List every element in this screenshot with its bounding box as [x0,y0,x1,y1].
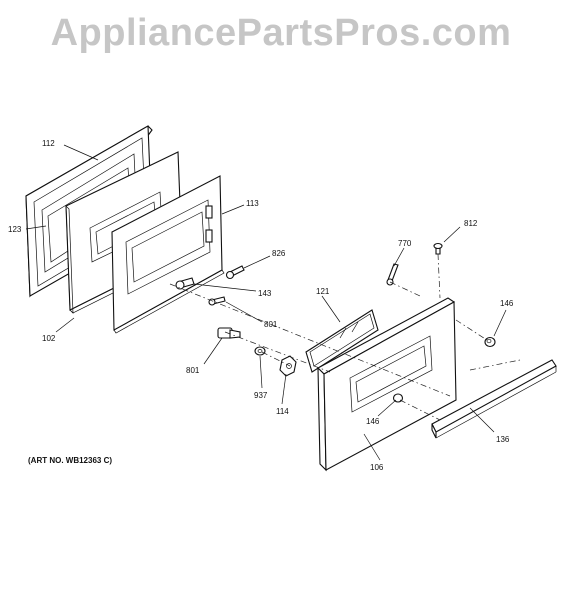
callout-937: 937 [254,391,268,400]
bumper-146-right [484,336,496,348]
watermark-text: AppliancePartsPros.com [50,12,512,54]
part-121-door-glass [305,309,379,373]
callout-801-lower: 801 [186,366,200,375]
part-114-hinge-bracket [279,355,297,377]
callout-labels: 112 123 102 113 826 143 801 801 937 114 … [8,139,514,472]
callout-143: 143 [258,289,272,298]
screw-770 [386,263,399,286]
screw-801-upper [208,296,226,306]
callout-112: 112 [42,139,55,148]
assembly-centerlines [169,253,521,421]
callout-826: 826 [272,249,286,258]
callout-136: 136 [496,435,510,444]
callout-102: 102 [42,334,56,343]
part-106-outer-door-panel [317,297,457,472]
callout-106: 106 [370,463,384,472]
callout-121: 121 [316,287,330,296]
screw-812 [433,242,443,255]
callout-leaders [25,144,507,461]
part-113-inner-door-panel [111,175,225,334]
art-number-label: (ART NO. WB12363 C) [28,456,113,465]
callout-113: 113 [246,199,259,208]
screw-826 [225,265,245,280]
callout-801-upper: 801 [264,320,278,329]
washer-937 [254,346,266,356]
callout-146-right: 146 [500,299,514,308]
callout-770: 770 [398,239,412,248]
callout-123: 123 [8,225,22,234]
callout-812: 812 [464,219,478,228]
part-136-door-trim-strip [431,359,557,439]
callout-146-lower: 146 [366,417,380,426]
screw-801-lower [217,327,241,339]
callout-114: 114 [276,407,289,416]
